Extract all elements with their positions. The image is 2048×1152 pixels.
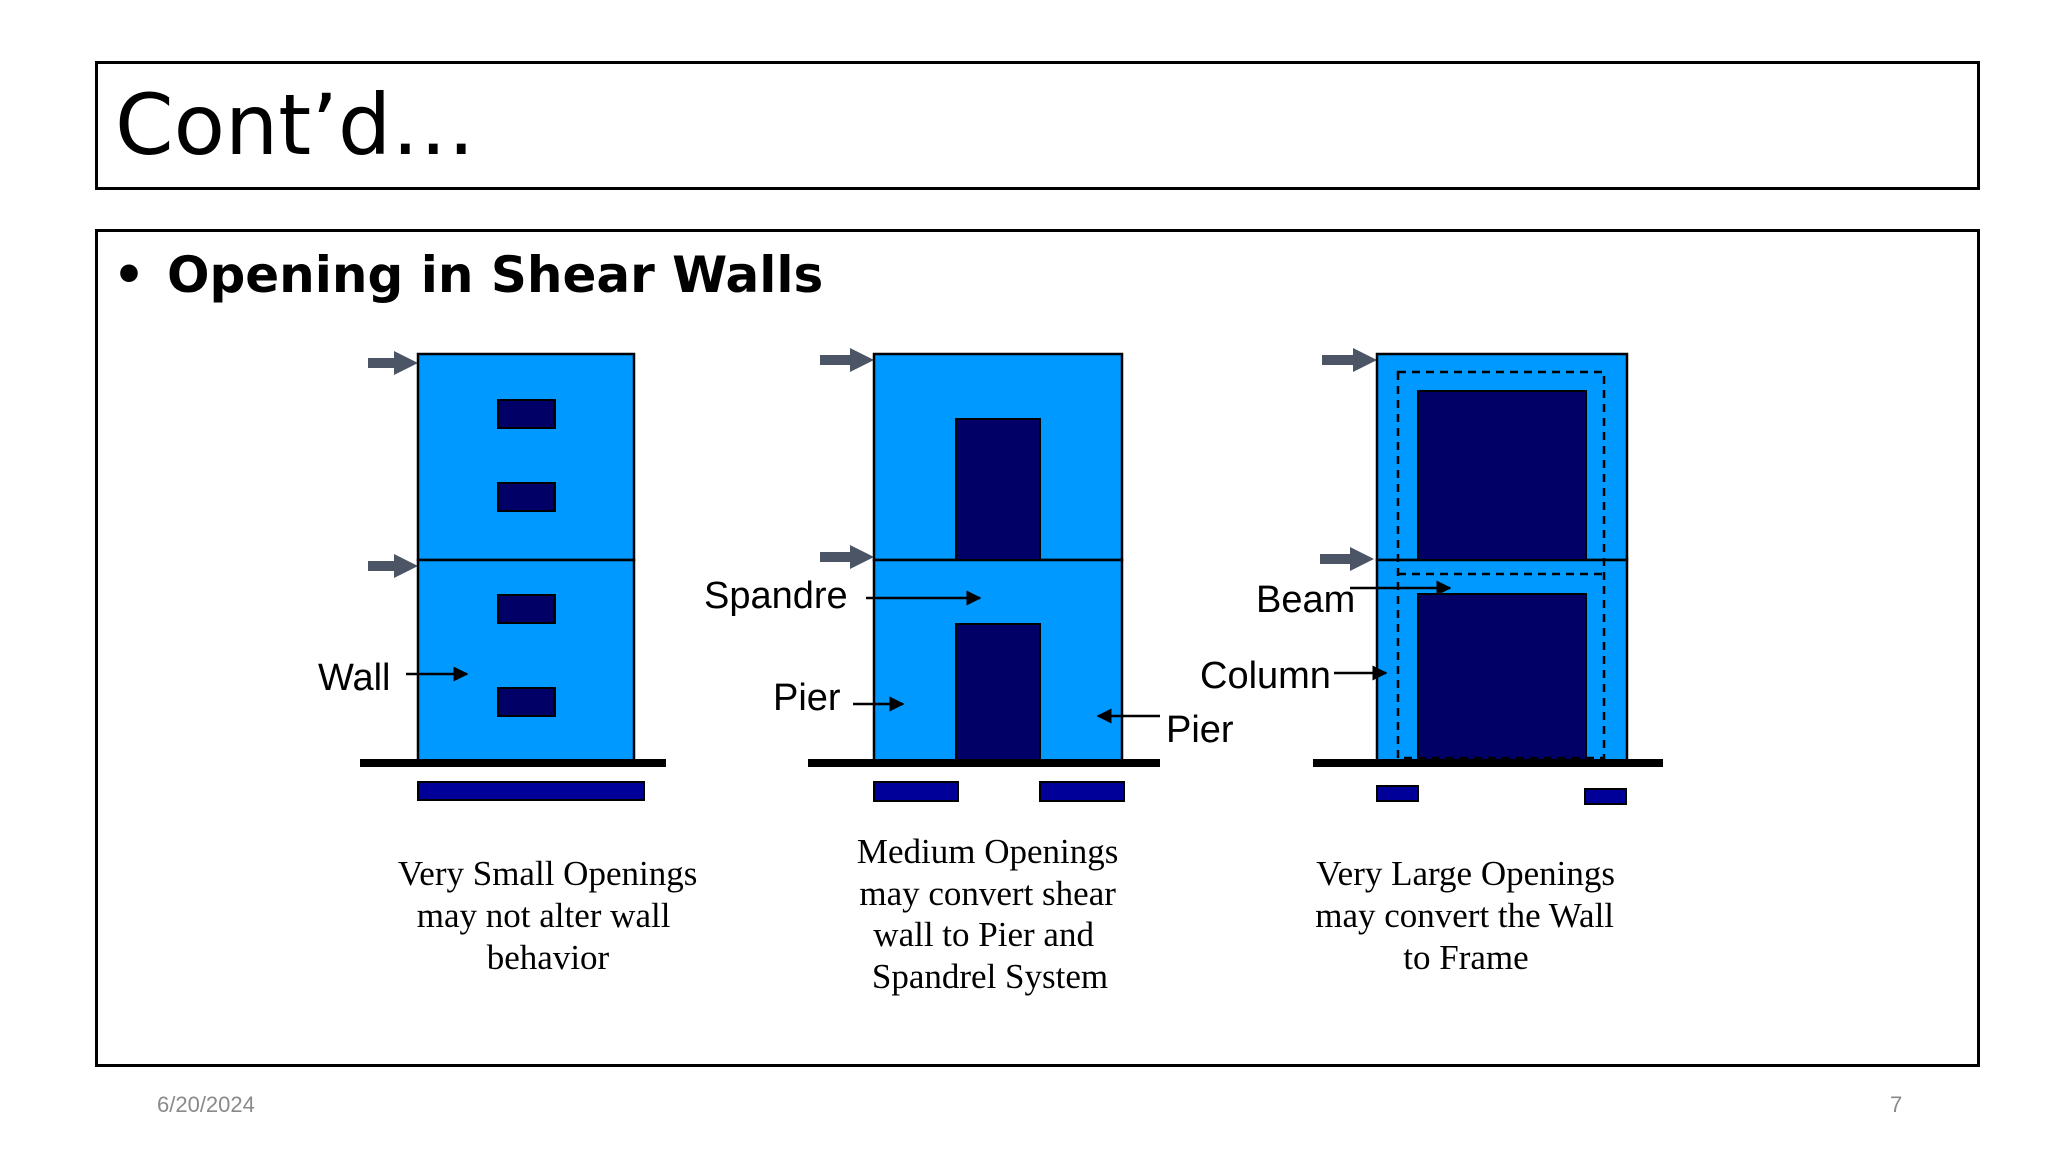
caption-line: Medium Openings — [857, 832, 1119, 871]
caption-line: Very Large Openings — [1316, 854, 1615, 893]
content-box: • Opening in Shear Walls — [95, 229, 1980, 1067]
caption-large-openings: Very Large Openings may convert the Wall… — [1315, 854, 1624, 977]
bullet-dot: • — [113, 246, 145, 304]
footing-right — [1039, 781, 1125, 802]
load-arrow-lower — [368, 554, 418, 578]
beam-label: Beam — [1256, 579, 1355, 621]
pier-left-label: Pier — [773, 677, 841, 719]
column-label: Column — [1200, 655, 1331, 697]
caption-line: may convert the Wall — [1315, 896, 1614, 935]
load-arrow-lower — [820, 545, 874, 569]
slide-title: Cont’d… — [115, 76, 476, 174]
footing-left — [1376, 785, 1419, 802]
footer-date: 6/20/2024 — [157, 1092, 255, 1117]
window-opening — [497, 594, 556, 624]
large-opening-lower — [1417, 593, 1587, 764]
footing-left — [873, 781, 959, 802]
bullet-text: Opening in Shear Walls — [166, 246, 824, 304]
footing — [417, 781, 645, 801]
window-opening — [497, 399, 556, 429]
pier-right-label: Pier — [1166, 709, 1234, 751]
panel-medium-openings: Spandre Pier Pier Medium Openings may co… — [704, 348, 1234, 996]
spandrel-label: Spandre — [704, 575, 848, 617]
caption-line: Spandrel System — [872, 957, 1108, 996]
door-opening-upper — [955, 418, 1041, 561]
wall-upper-story — [416, 352, 636, 562]
load-arrow-upper — [820, 348, 874, 372]
load-arrow-upper — [368, 351, 418, 375]
panel-small-openings: Wall Very Small Openings may not alter w… — [318, 351, 706, 977]
door-opening-lower — [955, 623, 1041, 764]
wall-lower-story — [416, 558, 636, 765]
caption-line: may convert shear — [859, 874, 1116, 913]
caption-line: Very Small Openings — [398, 854, 697, 893]
load-arrow-lower — [1320, 547, 1374, 571]
window-opening — [497, 687, 556, 717]
caption-small-openings: Very Small Openings may not alter wall b… — [398, 854, 706, 977]
footing-right — [1584, 788, 1627, 805]
wall-label: Wall — [318, 657, 390, 699]
caption-line: may not alter wall — [417, 896, 671, 935]
load-arrow-upper — [1322, 348, 1377, 372]
caption-medium-openings: Medium Openings may convert shear wall t… — [857, 832, 1127, 996]
window-opening — [497, 482, 556, 512]
caption-line: to Frame — [1403, 938, 1528, 977]
bullet-item: • Opening in Shear Walls — [113, 240, 823, 310]
caption-line: behavior — [487, 938, 610, 977]
panel-large-openings: Beam Column Very Large Openings may conv… — [1200, 348, 1663, 977]
frame-outline-dashed — [1396, 370, 1606, 760]
large-opening-upper — [1417, 390, 1587, 561]
title-box: Cont’d… — [95, 61, 1980, 190]
caption-line: wall to Pier and — [873, 915, 1094, 954]
page-number: 7 — [1890, 1092, 1903, 1117]
